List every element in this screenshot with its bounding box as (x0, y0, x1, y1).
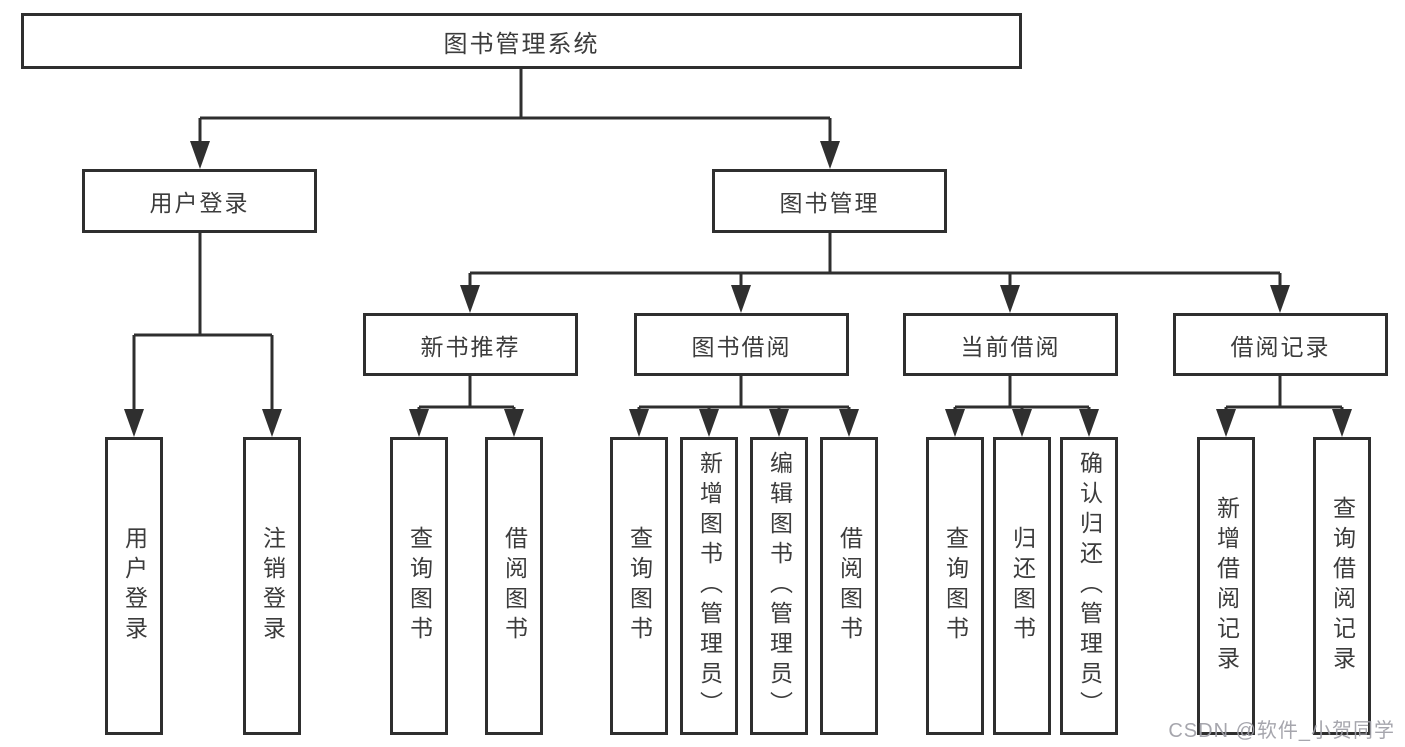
leaf-return-book: 归还图书 (993, 437, 1051, 735)
leaf-borrow-books-recommend: 借阅图书 (485, 437, 543, 735)
node-book-borrowing: 图书借阅 (634, 313, 849, 376)
leaf-add-book-admin: 新增图书（管理员） (680, 437, 738, 735)
leaf-user-login: 用户登录 (105, 437, 163, 735)
leaf-query-books-current: 查询图书 (926, 437, 984, 735)
leaf-borrow-books: 借阅图书 (820, 437, 878, 735)
node-borrowing-records: 借阅记录 (1173, 313, 1388, 376)
watermark: CSDN @软件_小贺同学 (1168, 720, 1395, 742)
node-new-book-recommendation: 新书推荐 (363, 313, 578, 376)
leaf-query-books-recommend: 查询图书 (390, 437, 448, 735)
node-current-borrowing: 当前借阅 (903, 313, 1118, 376)
leaf-logout: 注销登录 (243, 437, 301, 735)
leaf-confirm-return-admin: 确认归还（管理员） (1060, 437, 1118, 735)
leaf-query-books-borrow: 查询图书 (610, 437, 668, 735)
leaf-query-borrow-record: 查询借阅记录 (1313, 437, 1371, 735)
leaf-add-borrow-record: 新增借阅记录 (1197, 437, 1255, 735)
node-library-management-system: 图书管理系统 (21, 13, 1022, 69)
leaf-edit-book-admin: 编辑图书（管理员） (750, 437, 808, 735)
node-book-management: 图书管理 (712, 169, 947, 233)
node-user-login: 用户登录 (82, 169, 317, 233)
